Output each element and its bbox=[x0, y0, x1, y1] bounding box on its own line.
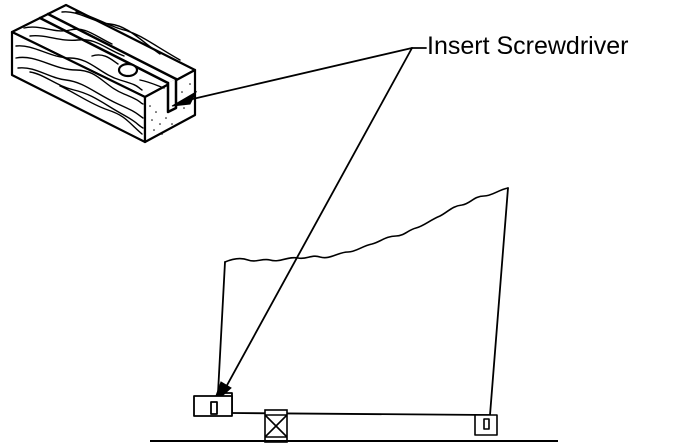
arrowhead-block bbox=[171, 90, 198, 107]
panel-left-edge bbox=[217, 261, 226, 394]
foot-block-right-slot bbox=[483, 418, 490, 430]
support-block-cross-b bbox=[264, 414, 288, 438]
wood-grain-top bbox=[23, 11, 181, 89]
callout-leaders bbox=[183, 47, 427, 399]
wood-block-hole bbox=[117, 62, 139, 78]
insert-screwdriver-label: Insert Screwdriver bbox=[427, 32, 629, 60]
leader-to-block bbox=[183, 47, 413, 102]
slot-icon-panel bbox=[210, 401, 218, 415]
wood-block-icon bbox=[10, 3, 197, 144]
leader-to-panel bbox=[219, 47, 413, 399]
support-block-icon bbox=[264, 409, 288, 443]
wood-block-groove bbox=[38, 12, 178, 85]
wood-grain-front bbox=[15, 45, 144, 135]
panel-right-edge bbox=[489, 187, 509, 416]
panel-icon bbox=[217, 187, 509, 416]
panel-broken-edge bbox=[224, 187, 509, 263]
foot-block-right bbox=[474, 414, 498, 436]
slot-icon bbox=[166, 77, 178, 114]
foot-block-left bbox=[193, 395, 233, 417]
